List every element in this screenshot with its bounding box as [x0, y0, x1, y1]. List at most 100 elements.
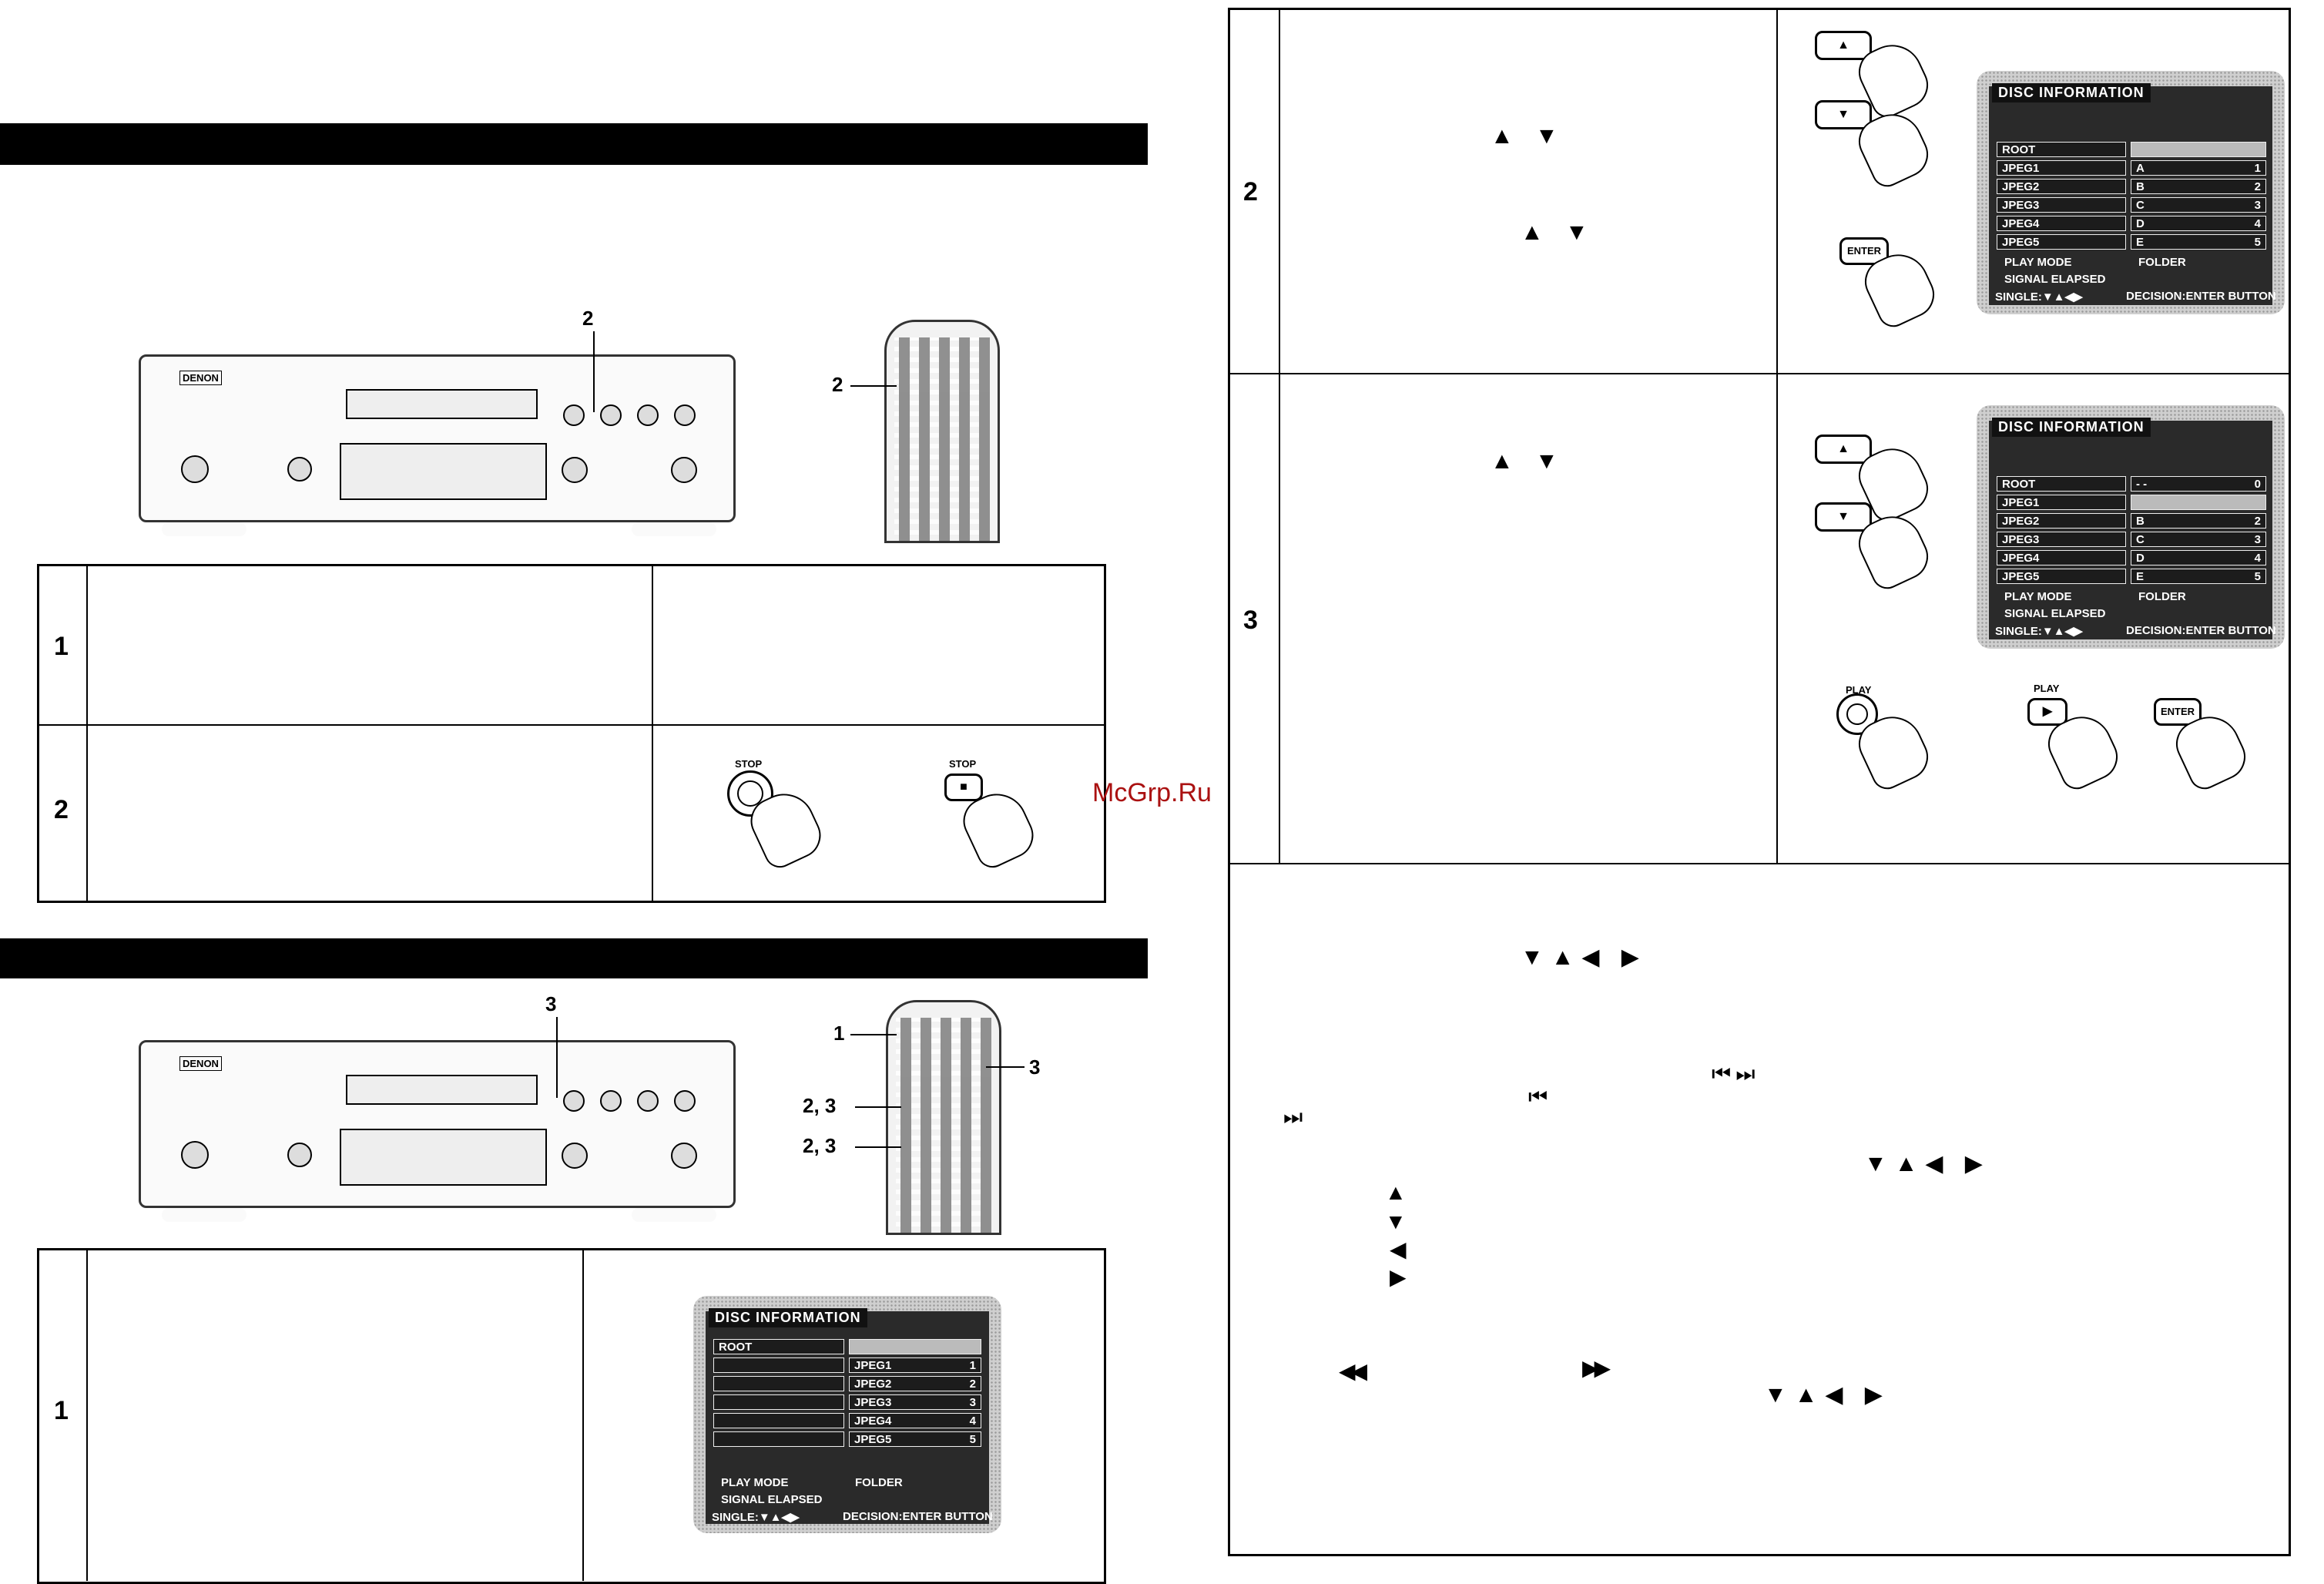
osd-folder-row[interactable]: JPEG1: [1997, 495, 2126, 510]
right-panel: [1228, 8, 2291, 1556]
step-number: 1: [54, 1396, 69, 1425]
skip-prev-icon: ⏮: [1528, 1085, 1548, 1109]
osd-folder-row[interactable]: JPEG4: [1997, 216, 2126, 231]
osd-play-mode: PLAY MODE: [2004, 256, 2072, 269]
player-button: [600, 1090, 622, 1112]
player-button: [563, 404, 585, 426]
panel-divider: [1228, 373, 2291, 374]
osd-play-mode: PLAY MODE: [721, 1476, 789, 1489]
dvd-player-illustration: DENON: [139, 1040, 736, 1208]
osd-play-mode: PLAY MODE: [2004, 590, 2072, 603]
step-table-1: [37, 564, 1106, 903]
right-arrow-icon: ▶: [1390, 1265, 1407, 1289]
osd-footer-right: DECISION:ENTER BUTTON: [843, 1510, 993, 1523]
stop-label: STOP: [735, 758, 763, 770]
brand-logo: DENON: [179, 1056, 222, 1071]
osd-folder-row[interactable]: JPEG3: [1997, 532, 2126, 547]
watermark: McGrp.Ru: [1092, 778, 1212, 807]
cursor-arrows: ▼▲◀ ▶: [1864, 1151, 1990, 1176]
callout-player: 2: [582, 307, 594, 330]
callout-line: [556, 1017, 558, 1098]
rewind-icon: ◀◀: [1339, 1359, 1367, 1383]
player-foot: [632, 1208, 716, 1222]
osd-folder-row[interactable]: [713, 1357, 844, 1373]
osd-footer-right: DECISION:ENTER BUTTON: [2126, 290, 2276, 303]
osd-folder-row[interactable]: ROOT: [713, 1339, 844, 1354]
osd-folder-row[interactable]: ROOT: [1997, 142, 2126, 157]
osd-file-row[interactable]: [2131, 142, 2266, 157]
osd-folder-row[interactable]: JPEG2: [1997, 513, 2126, 529]
down-button: ▼: [1815, 502, 1872, 532]
osd-play-mode-value: FOLDER: [2138, 590, 2186, 603]
callout-remote: 2, 3: [803, 1094, 837, 1117]
down-arrow-icon: ▼: [1385, 1210, 1407, 1233]
callout-line: [850, 385, 897, 387]
osd-folder-row[interactable]: [713, 1431, 844, 1447]
stop-button-remote: ■: [944, 774, 983, 801]
osd-folder-row[interactable]: JPEG5: [1997, 234, 2126, 250]
osd-folder-row[interactable]: [713, 1394, 844, 1410]
player-foot: [632, 522, 716, 536]
player-knob: [671, 457, 697, 483]
step-number: 2: [54, 795, 69, 824]
osd-folder-row[interactable]: JPEG4: [1997, 550, 2126, 565]
play-label: PLAY: [2034, 683, 2060, 694]
disc-information-screen: DISC INFORMATION ROOT JPEG1 JPEG2 JPEG3 …: [1977, 71, 2285, 314]
osd-folder-row[interactable]: JPEG5: [1997, 569, 2126, 584]
osd-folder-row[interactable]: JPEG3: [1997, 197, 2126, 213]
fast-forward-icon: ▶▶: [1582, 1356, 1611, 1380]
brand-logo: DENON: [179, 371, 222, 385]
player-button: [637, 404, 659, 426]
player-button: [563, 1090, 585, 1112]
cursor-arrows: ▼▲◀ ▶: [1521, 945, 1647, 970]
callout-remote: 3: [1029, 1055, 1041, 1079]
player-knob: [287, 1143, 312, 1167]
skip-next-icon: ⏭: [1283, 1105, 1303, 1129]
osd-signal: SIGNAL ELAPSED: [2004, 273, 2106, 286]
callout-remote: 2: [832, 373, 843, 396]
osd-folder-row[interactable]: [713, 1413, 844, 1428]
play-button-remote: ▶: [2027, 698, 2067, 726]
cursor-arrows: ▼▲◀ ▶: [1764, 1382, 1890, 1408]
table-divider: [582, 1248, 584, 1581]
table-divider: [37, 724, 1106, 726]
callout-line: [855, 1146, 901, 1148]
player-display: [346, 1075, 538, 1105]
remote-illustration: [886, 1000, 1001, 1235]
table-divider: [86, 1248, 88, 1581]
skip-pair-icon: ⏮⏭: [1712, 1062, 1760, 1086]
player-foot: [162, 1208, 246, 1222]
osd-folder-row[interactable]: JPEG2: [1997, 179, 2126, 194]
cursor-arrows: ▲ ▼: [1521, 220, 1596, 245]
osd-signal: SIGNAL ELAPSED: [2004, 607, 2106, 620]
osd-play-mode-value: FOLDER: [855, 1476, 903, 1489]
osd-folder-row[interactable]: JPEG1: [1997, 160, 2126, 176]
osd-file-row[interactable]: [2131, 495, 2266, 510]
step-number: 2: [1243, 177, 1258, 206]
osd-folder-row[interactable]: ROOT: [1997, 476, 2126, 492]
callout-remote: 1: [833, 1022, 845, 1045]
osd-title: DISC INFORMATION: [1992, 418, 2151, 437]
up-arrow-icon: ▲: [1385, 1180, 1407, 1204]
callout-line: [850, 1034, 897, 1035]
osd-folder-row[interactable]: [713, 1376, 844, 1391]
osd-file-row[interactable]: [849, 1339, 981, 1354]
osd-footer-left: SINGLE:▼▲◀▶: [1995, 290, 2083, 304]
panel-divider: [1228, 863, 2291, 864]
osd-file-row[interactable]: - -0: [2131, 476, 2266, 492]
